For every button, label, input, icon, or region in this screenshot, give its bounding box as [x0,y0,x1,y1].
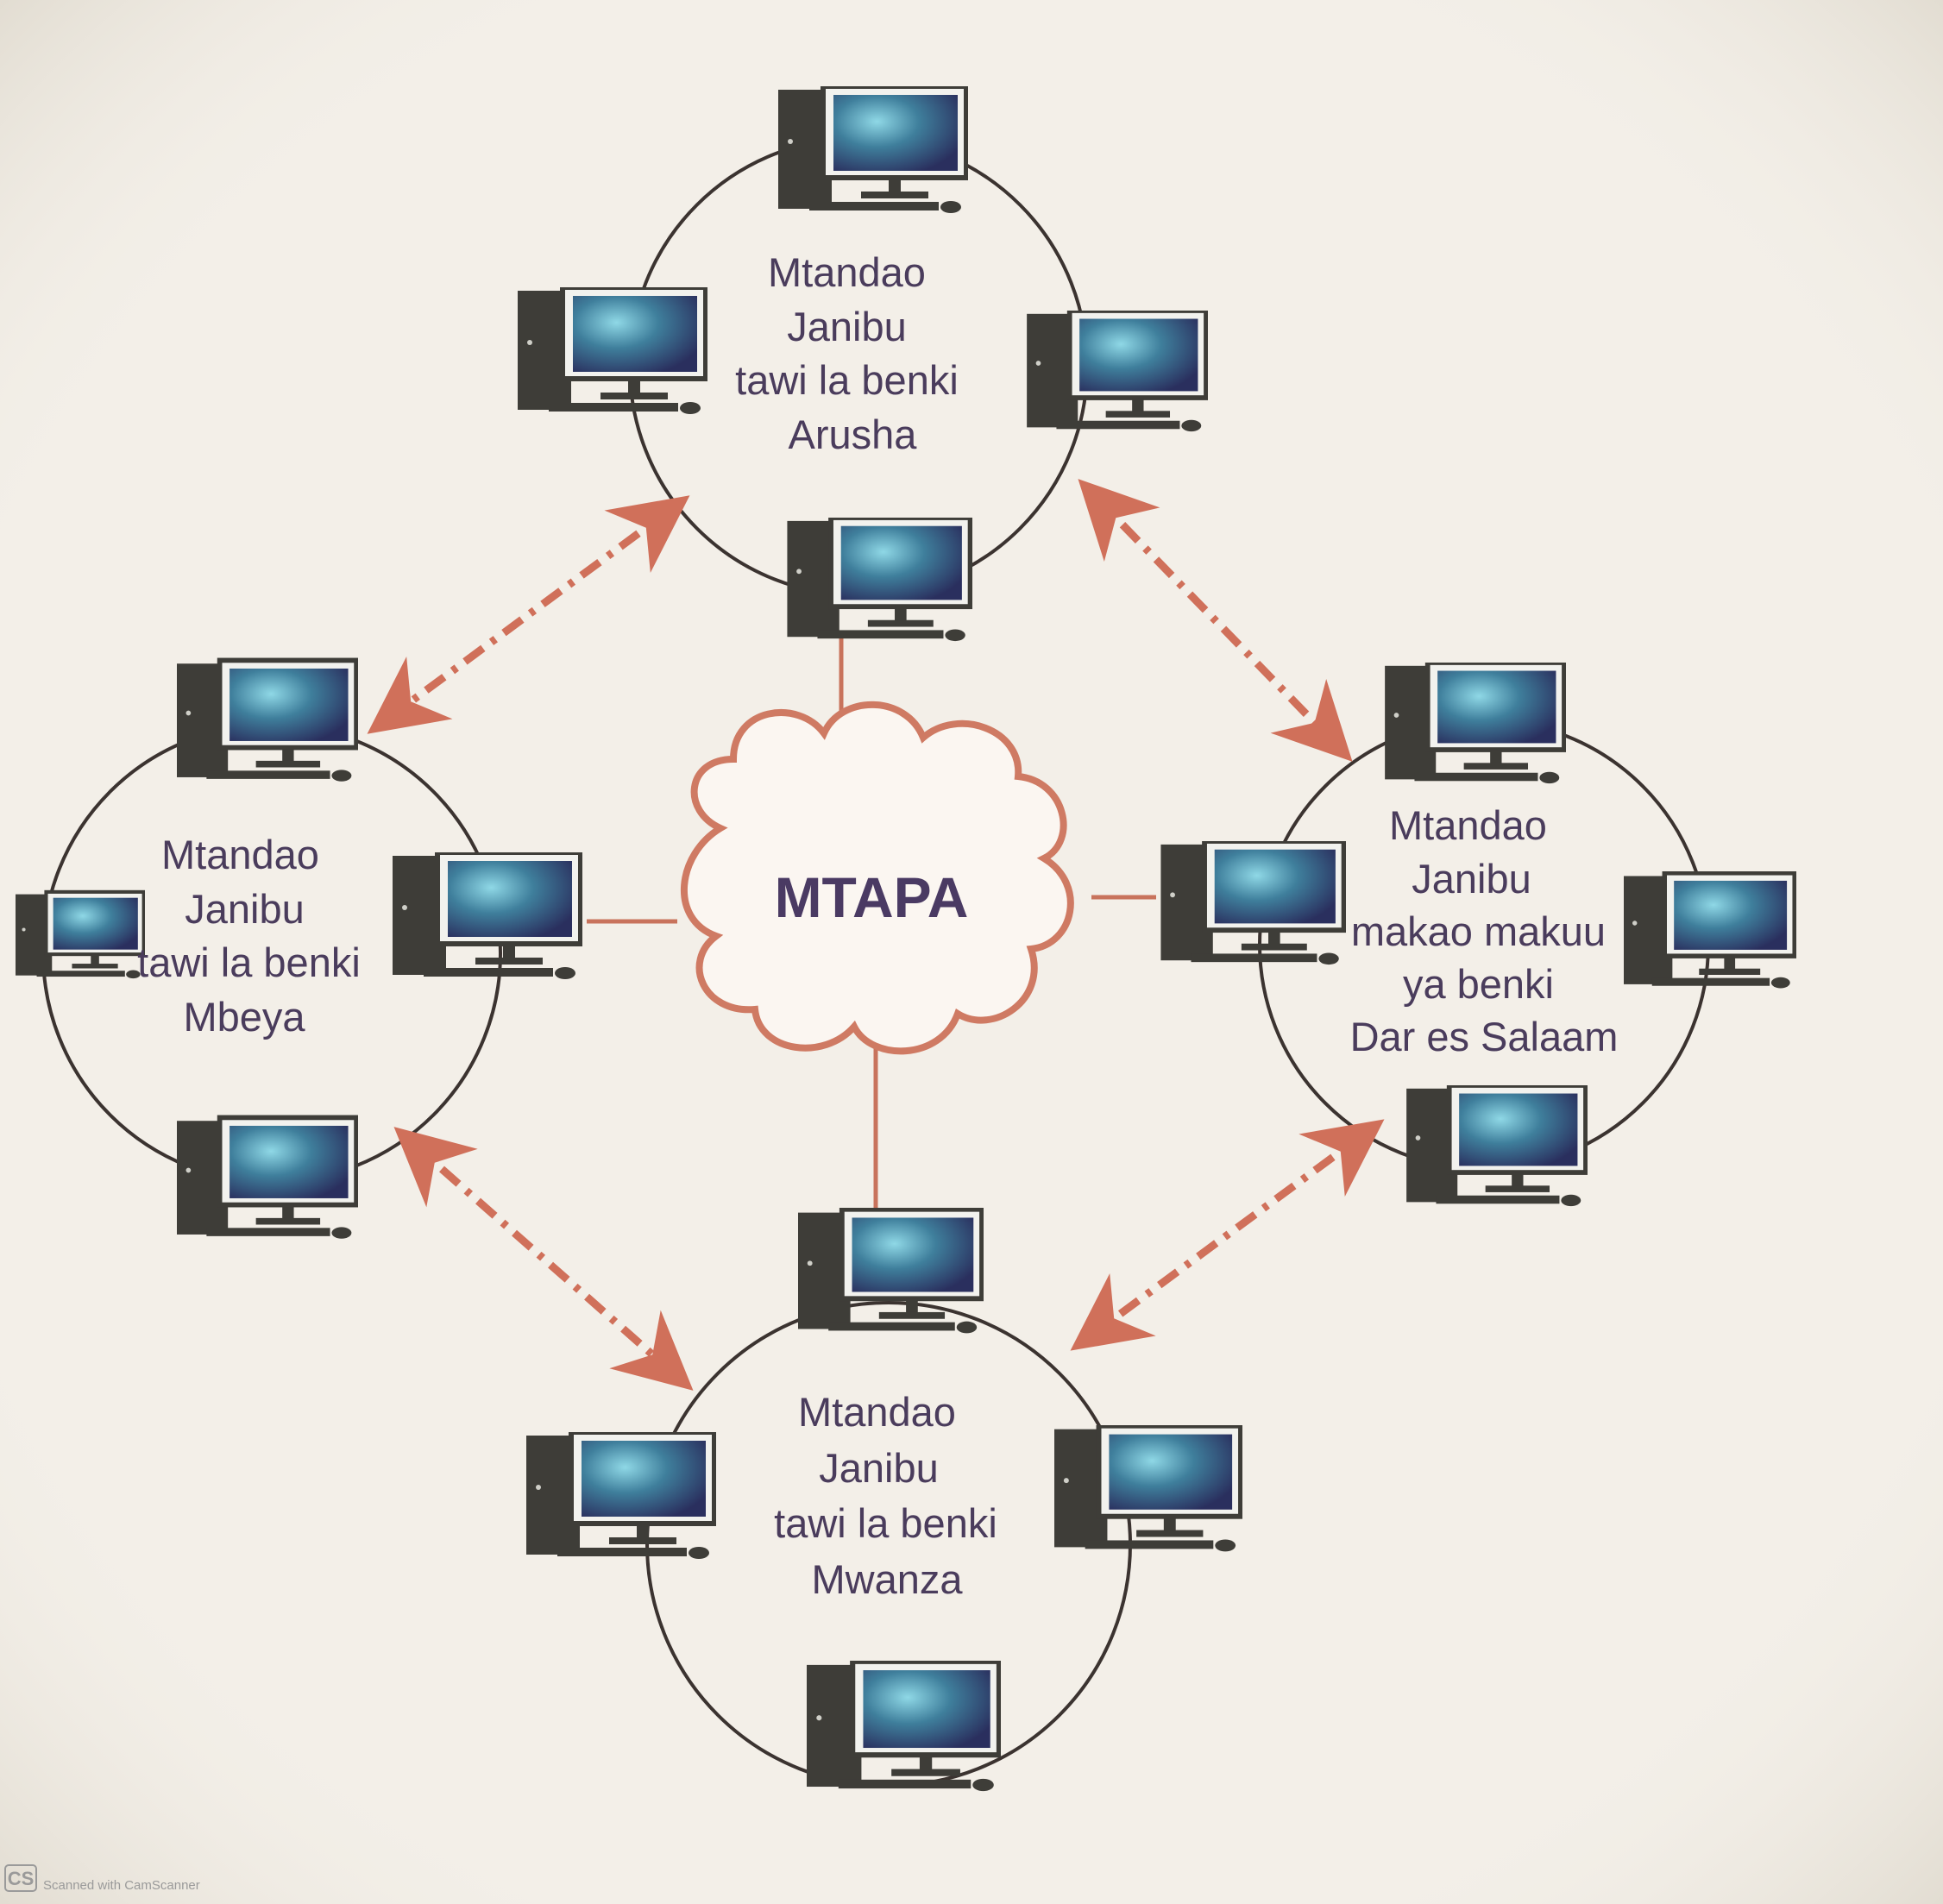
cloud-label: MTAPA [775,865,969,929]
lan-label-dar: Mtandao Janibu makao makuu ya benki Dar … [1350,802,1619,1059]
lan-label-arusha: Mtandao Janibu tawi la benki Arusha [735,249,970,457]
peer-links [367,479,1385,1391]
lan-label-mwanza: Mtandao Janibu tawi la benki Mwanza [774,1389,1009,1602]
arrow-arusha-dar [1078,479,1353,762]
camscanner-logo-icon [4,1864,37,1892]
arrow-mbeya-mwanza [393,1127,694,1391]
camscanner-text: Scanned with CamScanner [43,1878,200,1893]
camscanner-watermark: CS Scanned with CamScanner [4,1864,200,1893]
arrow-dar-mwanza [1070,1119,1385,1351]
cloud-shape [681,701,1074,1055]
arrow-arusha-mbeya [367,495,690,734]
wan-cloud: MTAPA [681,701,1074,1055]
camscanner-badge: CS [8,1868,35,1889]
lan-label-mbeya: Mtandao Janibu tawi la benki Mbeya [137,832,372,1040]
